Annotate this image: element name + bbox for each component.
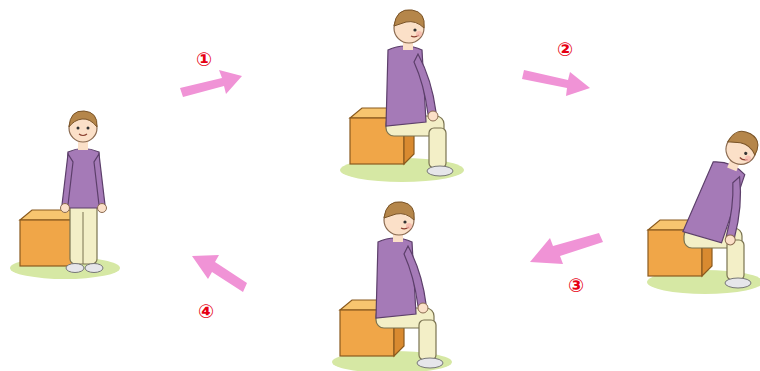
step-number: ② (557, 40, 573, 59)
step-number: ③ (568, 276, 584, 295)
step-arrow (180, 70, 242, 97)
step-number: ① (196, 50, 212, 69)
step-number: ④ (198, 302, 214, 321)
step-arrow (530, 233, 603, 264)
step-arrow (522, 70, 590, 96)
step-arrow (192, 255, 247, 292)
